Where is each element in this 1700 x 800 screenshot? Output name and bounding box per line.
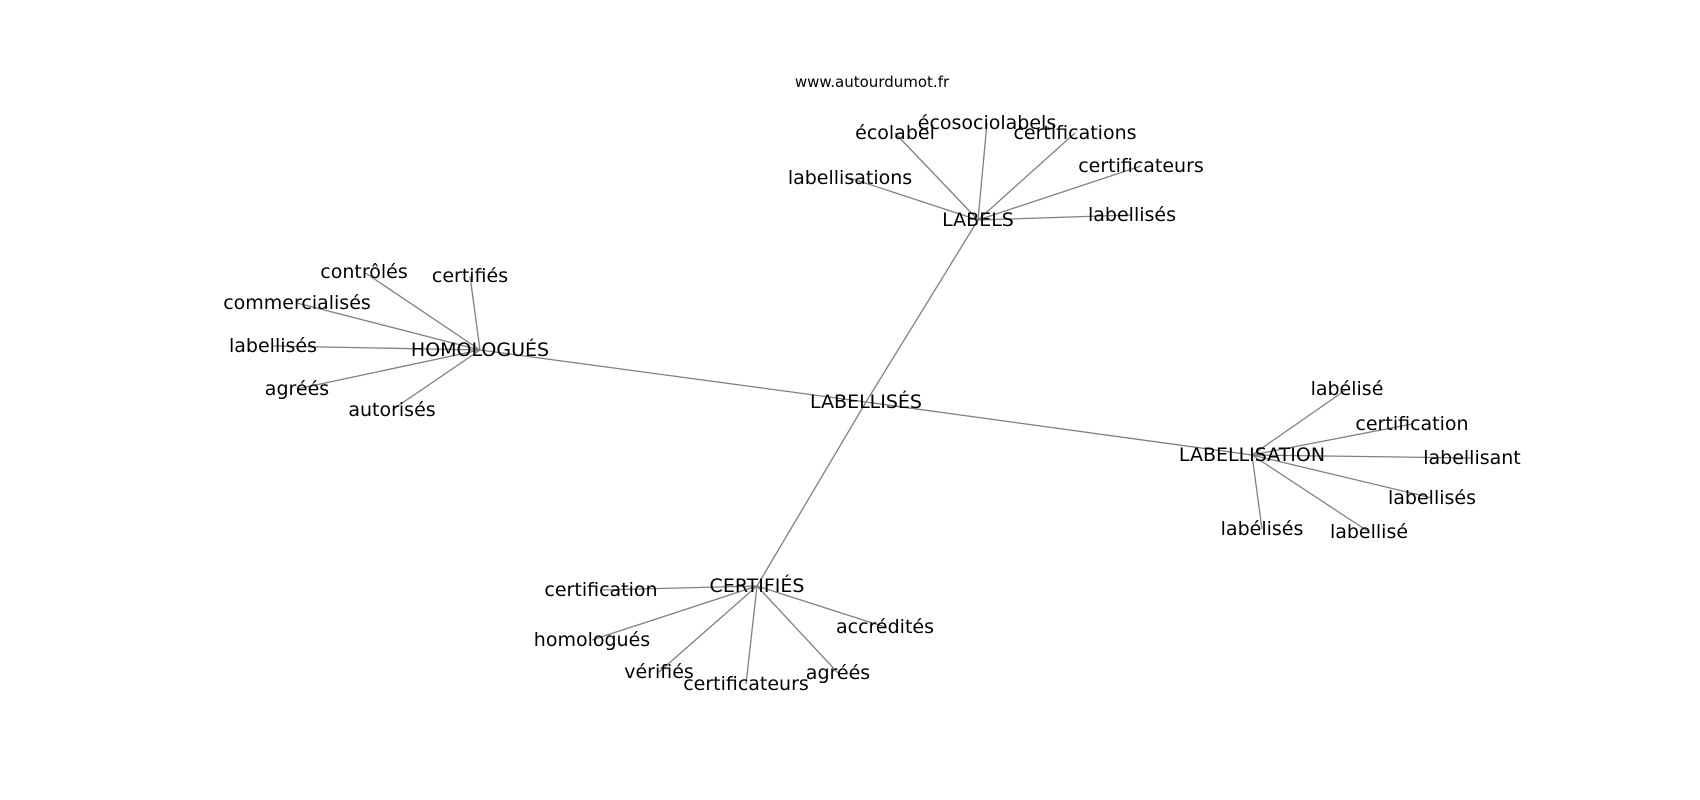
hub-node-labellisation[interactable]: LABELLISATION bbox=[1179, 444, 1325, 466]
word-node-certifies-certification-0[interactable]: certification bbox=[544, 579, 657, 601]
word-node-labellisation-labellise-4[interactable]: labellisé bbox=[1330, 521, 1408, 543]
word-node-labels-certifications-2[interactable]: certifications bbox=[1013, 122, 1136, 144]
source-label[interactable]: www.autourdumot.fr bbox=[795, 73, 950, 91]
word-node-labels-labellises-5[interactable]: labellisés bbox=[1088, 204, 1176, 226]
word-node-homologues-labellises-3[interactable]: labellisés bbox=[229, 335, 317, 357]
word-node-certifies-accredites-5[interactable]: accrédités bbox=[836, 616, 934, 638]
word-node-labels-ecosociolabels-1[interactable]: écosociolabels bbox=[918, 112, 1056, 134]
hub-node-labels[interactable]: LABELS bbox=[942, 209, 1014, 231]
word-node-certifies-verifies-2[interactable]: vérifiés bbox=[624, 661, 694, 683]
edge-labellisation-labellisant bbox=[1251, 454, 1473, 459]
edge-center-homologues bbox=[479, 349, 867, 403]
edge-certifies-agrees bbox=[756, 585, 839, 674]
word-node-labels-certificateurs-3[interactable]: certificateurs bbox=[1078, 155, 1204, 177]
edge-homologues-commercialises bbox=[296, 302, 481, 351]
word-node-labellisation-labellisant-2[interactable]: labellisant bbox=[1423, 447, 1521, 469]
edge-center-labellisation bbox=[865, 401, 1253, 456]
edge-certifies-certificateurs bbox=[745, 585, 758, 685]
edge-homologues-certifies bbox=[469, 275, 481, 351]
edge-labellisation-labelises bbox=[1251, 454, 1263, 530]
word-node-certifies-certificateurs-3[interactable]: certificateurs bbox=[683, 673, 809, 695]
edge-labels-ecolabel bbox=[894, 132, 979, 221]
hub-node-homologues[interactable]: HOMOLOGUÉS bbox=[411, 338, 549, 361]
center-node[interactable]: LABELLISÉS bbox=[810, 390, 922, 413]
edge-labels-labellisations bbox=[849, 177, 979, 221]
word-node-certifies-homologues-1[interactable]: homologués bbox=[534, 629, 650, 651]
edge-labellisation-certification bbox=[1251, 423, 1413, 456]
hub-node-certifies[interactable]: CERTIFIÉS bbox=[710, 574, 805, 597]
word-node-homologues-certifies-1[interactable]: certifiés bbox=[432, 265, 508, 287]
edge-certifies-homologues bbox=[591, 585, 758, 641]
edge-labels-certificateurs bbox=[977, 165, 1142, 221]
edge-labels-certifications bbox=[977, 132, 1076, 221]
word-node-homologues-commercialises-2[interactable]: commercialisés bbox=[223, 292, 371, 314]
word-node-labellisation-certification-1[interactable]: certification bbox=[1355, 413, 1468, 435]
word-node-labels-ecolabel-0[interactable]: écolabel bbox=[855, 122, 935, 144]
edge-certifies-certification bbox=[600, 585, 758, 591]
word-node-labellisation-labelise-0[interactable]: labélisé bbox=[1311, 378, 1384, 400]
edge-center-labels bbox=[865, 219, 979, 403]
edge-certifies-verifies bbox=[658, 585, 758, 673]
word-node-homologues-agrees-4[interactable]: agréés bbox=[265, 378, 329, 400]
word-node-homologues-controles-0[interactable]: contrôlés bbox=[320, 261, 407, 283]
edge-labellisation-labelise bbox=[1251, 388, 1348, 456]
edge-homologues-controles bbox=[363, 271, 481, 351]
edge-center-certifies bbox=[756, 401, 867, 587]
edge-labels-labellises bbox=[977, 214, 1133, 221]
edge-homologues-labellises bbox=[272, 345, 481, 351]
word-node-labels-labellisations-4[interactable]: labellisations bbox=[788, 167, 912, 189]
graph-edges bbox=[272, 122, 1473, 685]
word-node-homologues-autorises-5[interactable]: autorisés bbox=[348, 399, 435, 421]
word-node-labellisation-labelises-5[interactable]: labélisés bbox=[1221, 518, 1304, 540]
edge-labellisation-labellise bbox=[1251, 454, 1370, 533]
edge-labels-ecosociolabels bbox=[977, 122, 988, 221]
edge-certifies-accredites bbox=[756, 585, 886, 628]
word-node-labellisation-labellises-3[interactable]: labellisés bbox=[1388, 487, 1476, 509]
graph-labels: www.autourdumot.fr LABELLISÉS écolabeléc… bbox=[223, 73, 1521, 695]
edge-labellisation-labellises bbox=[1251, 454, 1433, 499]
edge-homologues-autorises bbox=[391, 349, 481, 411]
edge-homologues-agrees bbox=[296, 349, 481, 390]
word-node-certifies-agrees-4[interactable]: agréés bbox=[806, 662, 870, 684]
